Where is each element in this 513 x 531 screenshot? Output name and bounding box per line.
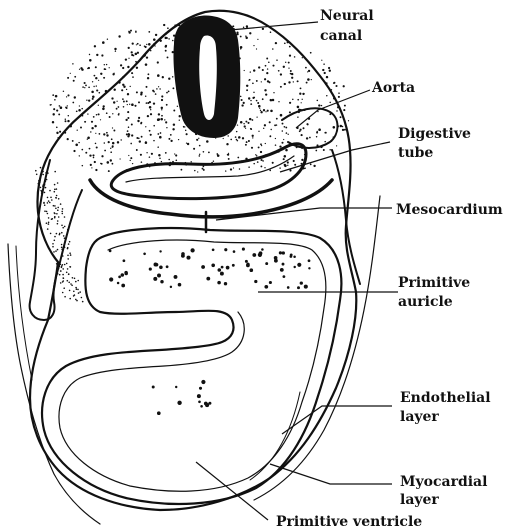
- heart-myocardial-line: [250, 392, 300, 480]
- heart-outer-wall: [42, 228, 341, 504]
- label-endothelial-layer: Endothelial layer: [400, 390, 495, 425]
- label-primitive-auricle: Primitive auricle: [398, 275, 475, 310]
- label-digestive-tube: Digestive tube: [398, 126, 476, 161]
- heart-endothelial-line: [59, 240, 326, 491]
- label-aorta: Aorta: [371, 80, 415, 96]
- left-membrane-line-2: [16, 246, 32, 380]
- leader-endothelial-layer: [282, 406, 392, 434]
- aorta-vessel: [282, 108, 338, 148]
- heart-blood-cells: [109, 248, 311, 415]
- leader-primitive-ventricle: [196, 462, 268, 520]
- label-mesocardium: Mesocardium: [396, 202, 503, 218]
- label-primitive-ventricle: Primitive ventricle: [276, 514, 422, 530]
- digestive-tube-lumen-line: [126, 156, 294, 182]
- label-neural-canal: Neural canal: [320, 8, 379, 44]
- right-body-fold: [332, 150, 360, 284]
- leader-myocardial-layer: [270, 464, 392, 484]
- label-myocardial-layer: Myocardial layer: [400, 474, 492, 508]
